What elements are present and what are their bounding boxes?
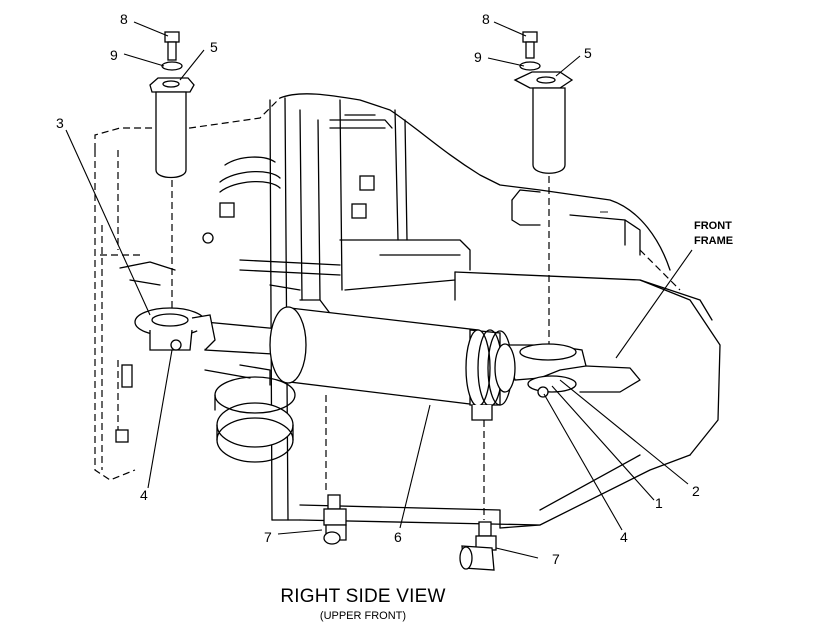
callout-4-right: 4 bbox=[620, 529, 628, 545]
bolt-8-left-shank bbox=[167, 41, 177, 61]
bolt-8-right bbox=[522, 31, 538, 43]
front-frame-note-line1: FRONT bbox=[694, 220, 732, 232]
view-subtitle: (UPPER FRONT) bbox=[319, 610, 407, 622]
callout-labels: 8 9 5 3 4 7 6 7 4 1 2 8 9 5 FRONT FRAME bbox=[56, 11, 733, 567]
top-right-mount-stack bbox=[513, 31, 574, 345]
pin-right bbox=[532, 87, 566, 174]
front-frame-note-line2: FRAME bbox=[694, 235, 733, 247]
top-left-mount-stack bbox=[149, 31, 195, 315]
callout-7-right: 7 bbox=[552, 551, 560, 567]
view-title: RIGHT SIDE VIEW bbox=[280, 586, 446, 607]
callout-5-left: 5 bbox=[210, 39, 218, 55]
callout-4-left: 4 bbox=[140, 487, 148, 503]
callout-8-right: 8 bbox=[482, 11, 490, 27]
leader-lines bbox=[65, 21, 693, 559]
callout-7-left: 7 bbox=[264, 529, 272, 545]
washer-9-right bbox=[519, 61, 541, 71]
washer-9-left bbox=[161, 61, 183, 71]
bolt-8-left bbox=[164, 31, 180, 43]
callout-9-left: 9 bbox=[110, 47, 118, 63]
callout-6: 6 bbox=[394, 529, 402, 545]
callout-1: 1 bbox=[655, 495, 663, 511]
callout-3: 3 bbox=[56, 115, 64, 131]
hydraulic-cylinder bbox=[134, 306, 641, 421]
callout-9-right: 9 bbox=[474, 49, 482, 65]
machine-frame-outline bbox=[94, 93, 721, 529]
elbow-fitting-right bbox=[459, 521, 497, 571]
bolt-8-right-shank bbox=[525, 41, 535, 59]
callout-2: 2 bbox=[692, 483, 700, 499]
callout-8-left: 8 bbox=[120, 11, 128, 27]
elbow-fitting-left bbox=[323, 494, 347, 545]
callout-5-right: 5 bbox=[584, 45, 592, 61]
pin-left bbox=[155, 91, 187, 179]
cylinder-barrel bbox=[289, 307, 479, 406]
